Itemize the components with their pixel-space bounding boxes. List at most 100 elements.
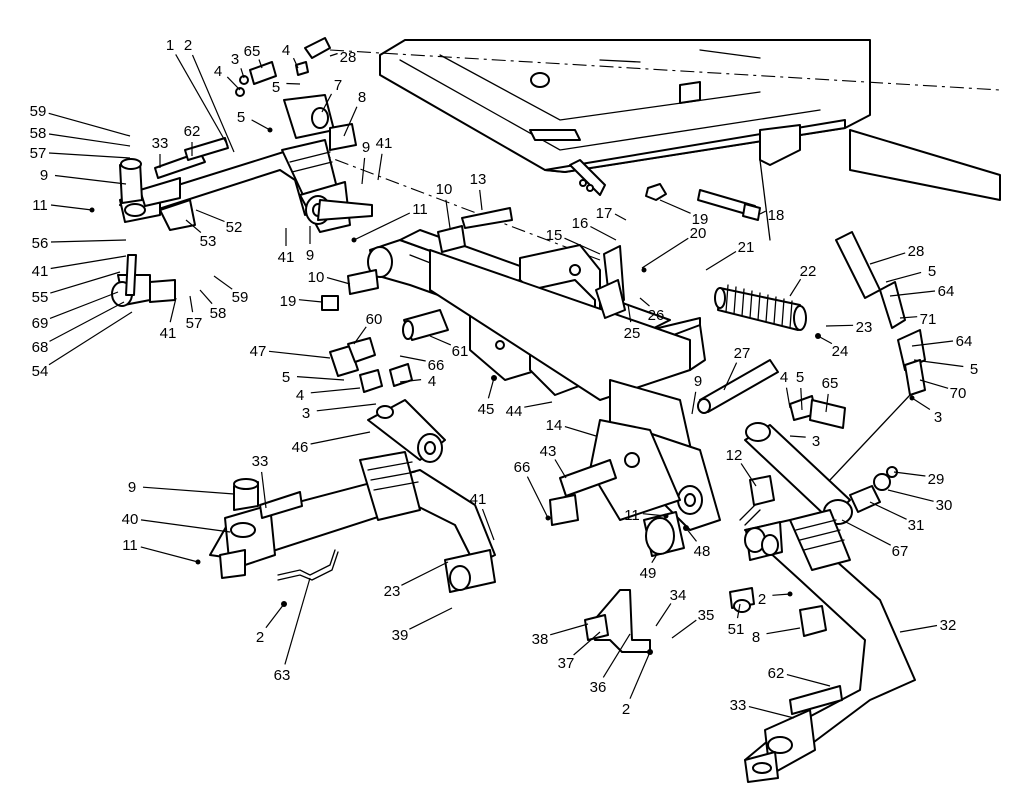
bracket-7 [283, 94, 335, 139]
callout-c8b: 8 [752, 627, 801, 646]
leader-line [401, 561, 449, 586]
callout-number: 58 [30, 125, 47, 142]
callout-number: 59 [232, 289, 249, 306]
callout-number: 10 [308, 269, 325, 286]
main-frame [379, 39, 1001, 241]
leader-line [887, 489, 934, 502]
callout-number: 66 [514, 459, 531, 476]
callout-number: 24 [832, 343, 849, 360]
callout-c4e: 4 [780, 369, 791, 409]
callout-number: 47 [250, 343, 267, 360]
bracket-36 [584, 589, 651, 653]
callout-c68: 68 [32, 301, 125, 356]
callout-c43: 43 [540, 443, 567, 479]
callout-c11: 11 [32, 197, 93, 214]
leader-line [321, 93, 333, 113]
callout-c23b: 23 [384, 561, 449, 600]
leader-line [479, 189, 483, 211]
callout-number: 9 [694, 373, 702, 390]
callout-number: 2 [256, 629, 264, 646]
leader-line [869, 501, 907, 520]
callout-number: 49 [640, 565, 657, 582]
roller-49 [643, 511, 685, 557]
callout-c45: 45 [478, 377, 495, 418]
callout-number: 10 [436, 181, 453, 198]
callout-c9d: 9 [691, 373, 702, 415]
callout-number: 5 [272, 79, 280, 96]
lower-right-arm [744, 509, 916, 783]
leader-line [268, 350, 331, 359]
leader-line [195, 209, 225, 223]
callout-number: 58 [210, 305, 227, 322]
leader-line [911, 397, 931, 411]
leader-line [191, 54, 235, 153]
callout-c2: 2 [184, 37, 235, 153]
leader-line [258, 59, 263, 69]
callout-number: 56 [32, 235, 49, 252]
callout-number: 9 [128, 479, 136, 496]
callout-c41: 41 [376, 135, 393, 181]
leader-line [142, 486, 235, 495]
callout-c3c: 3 [789, 433, 820, 450]
leader-line [481, 508, 495, 541]
callout-c24: 24 [817, 335, 849, 360]
callout-c9b: 9 [361, 139, 370, 185]
leader-line [564, 237, 601, 255]
leader-line [893, 471, 926, 477]
leader-line [919, 379, 949, 389]
leader-line [265, 603, 285, 629]
callout-c37: 37 [558, 631, 601, 672]
callout-c11c: 11 [624, 507, 667, 524]
callout-number: 54 [32, 363, 49, 380]
callout-c39: 39 [392, 607, 453, 644]
leader-line [602, 633, 631, 678]
callout-number: 69 [32, 315, 49, 332]
callout-number: 64 [938, 283, 955, 300]
callout-c11d: 11 [122, 537, 199, 563]
callout-number: 65 [244, 43, 261, 60]
hardware-dots [89, 127, 915, 655]
leader-line [251, 119, 271, 131]
callout-number: 11 [412, 201, 428, 218]
callout-number: 34 [670, 587, 687, 604]
leader-line [655, 603, 672, 627]
callout-number: 68 [32, 339, 49, 356]
spring-22 [714, 284, 807, 331]
callout-number: 5 [970, 361, 978, 378]
callout-c17: 17 [596, 205, 627, 222]
callout-c64: 64 [889, 283, 955, 300]
callout-number: 4 [282, 42, 290, 59]
callout-c36: 36 [590, 633, 631, 696]
callout-number: 63 [274, 667, 291, 684]
callout-c3: 3 [231, 51, 245, 79]
callout-number: 51 [728, 621, 745, 638]
leader-line [48, 152, 131, 159]
leader-line [377, 153, 383, 181]
callout-c3d: 3 [911, 397, 942, 426]
leader-line [789, 435, 806, 438]
callout-number: 20 [690, 225, 707, 242]
callout-c5b: 5 [237, 109, 271, 131]
callout-number: 38 [532, 631, 549, 648]
callout-number: 5 [282, 369, 290, 386]
callout-number: 11 [32, 197, 48, 214]
leader-line [671, 619, 697, 639]
leader-line [785, 387, 791, 409]
leader-line [329, 52, 338, 57]
leader-line [911, 340, 954, 347]
callout-c4c: 4 [296, 387, 361, 404]
leader-line [199, 289, 213, 305]
callout-c57: 57 [30, 145, 131, 162]
callout-number: 41 [376, 135, 393, 152]
leader-line [316, 403, 377, 412]
callout-number: 33 [730, 697, 747, 714]
leader-line [284, 577, 311, 665]
leader-line [786, 674, 831, 687]
callout-number: 17 [596, 205, 613, 222]
leader-line [445, 199, 451, 229]
callout-c56: 56 [32, 235, 127, 252]
callout-c26: 26 [639, 297, 664, 324]
callout-number: 70 [950, 385, 967, 402]
leader-line [50, 239, 127, 243]
callout-number: 40 [122, 511, 139, 528]
